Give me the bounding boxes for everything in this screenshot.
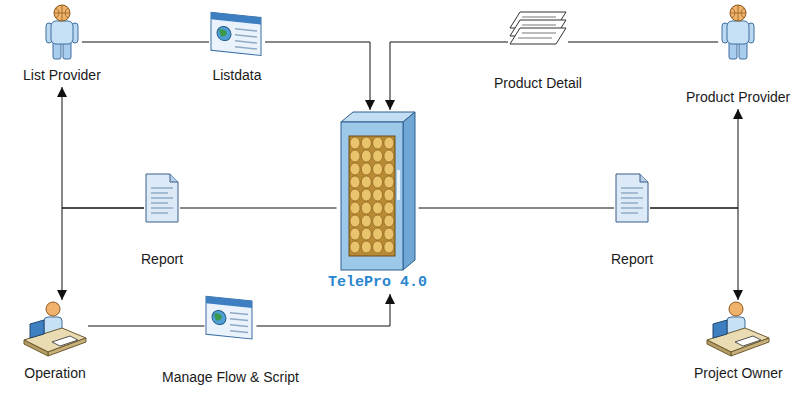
document-node: Listdata bbox=[209, 12, 265, 84]
connector bbox=[265, 42, 370, 110]
papers-icon bbox=[508, 12, 568, 46]
document-node: Report bbox=[609, 172, 655, 268]
desk-icon bbox=[705, 300, 771, 356]
node-label: TelePro 4.0 bbox=[326, 274, 429, 292]
node-label: Report bbox=[609, 250, 655, 268]
node-label: Project Owner bbox=[692, 364, 785, 382]
connector bbox=[390, 42, 508, 110]
actor-node: Product Provider bbox=[684, 4, 792, 106]
connector bbox=[256, 294, 390, 326]
actor-node: Operation bbox=[22, 300, 88, 382]
connector bbox=[419, 208, 615, 209]
node-label: Listdata bbox=[210, 66, 263, 84]
screen-icon bbox=[204, 296, 256, 342]
node-label: Report bbox=[139, 250, 185, 268]
connector bbox=[650, 109, 738, 208]
connector bbox=[650, 208, 738, 300]
screen-icon bbox=[209, 12, 265, 58]
report-icon bbox=[144, 172, 180, 224]
connector bbox=[180, 208, 336, 209]
server-node: TelePro 4.0 bbox=[326, 110, 429, 292]
person-icon bbox=[718, 4, 758, 60]
actor-node: Project Owner bbox=[692, 300, 785, 382]
actor-node: List Provider bbox=[21, 4, 103, 84]
node-label: Manage Flow & Script bbox=[160, 368, 301, 386]
connector bbox=[62, 208, 144, 300]
node-label: List Provider bbox=[21, 66, 103, 84]
desk-icon bbox=[22, 300, 88, 356]
node-label: Product Provider bbox=[684, 88, 792, 106]
person-icon bbox=[42, 4, 82, 60]
connector bbox=[62, 87, 144, 208]
report-icon bbox=[614, 172, 650, 224]
document-node: Manage Flow & Script bbox=[160, 296, 301, 386]
node-label: Product Detail bbox=[492, 74, 584, 92]
document-node: Product Detail bbox=[492, 12, 584, 92]
node-label: Operation bbox=[22, 364, 87, 382]
connector bbox=[82, 42, 209, 43]
connector bbox=[568, 42, 718, 43]
document-node: Report bbox=[139, 172, 185, 268]
connector bbox=[88, 326, 204, 327]
server-icon bbox=[337, 110, 419, 272]
